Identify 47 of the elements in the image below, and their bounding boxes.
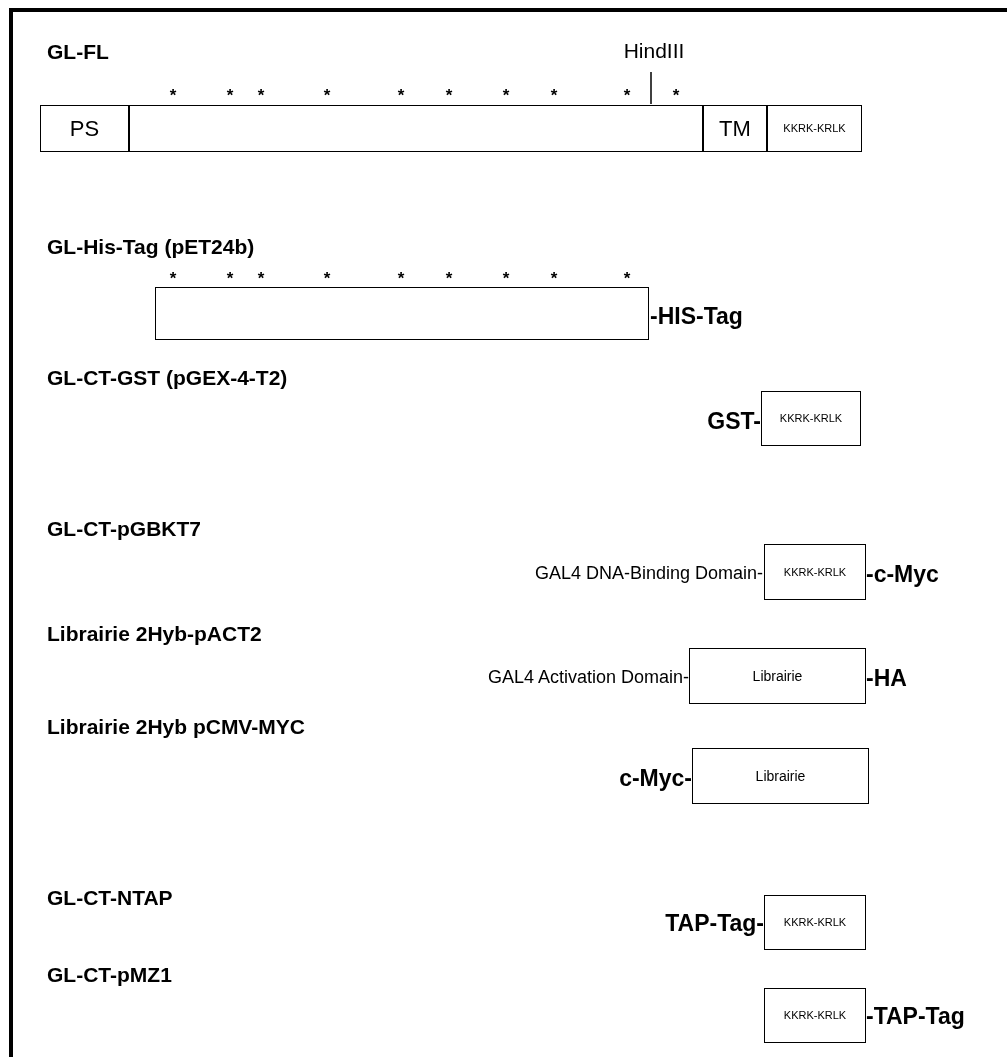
- domain-bar: [129, 105, 703, 152]
- domain-box: KKRK-KRLK: [764, 895, 866, 950]
- domain-box: KKRK-KRLK: [767, 105, 862, 152]
- domain-box: Librairie: [689, 648, 866, 704]
- site-asterisk: *: [623, 86, 631, 104]
- site-asterisk: *: [226, 86, 234, 104]
- site-asterisk: *: [623, 269, 631, 287]
- restriction-site-label: HindIII: [623, 39, 685, 61]
- site-asterisk: *: [323, 269, 331, 287]
- construct-title: GL-CT-NTAP: [47, 886, 173, 908]
- site-asterisk: *: [226, 269, 234, 287]
- tag-label: -HA: [866, 666, 907, 690]
- tag-label: c-Myc-: [619, 766, 692, 790]
- domain-box: KKRK-KRLK: [761, 391, 861, 446]
- domain-box: Librairie: [692, 748, 869, 804]
- site-asterisk: *: [397, 86, 405, 104]
- domain-box: KKRK-KRLK: [764, 988, 866, 1043]
- domain-box: KKRK-KRLK: [764, 544, 866, 600]
- site-asterisk: *: [257, 86, 265, 104]
- domain-box: TM: [703, 105, 767, 152]
- site-asterisk: *: [672, 86, 680, 104]
- domain-box: PS: [40, 105, 129, 152]
- tag-label: -c-Myc: [866, 562, 939, 586]
- site-asterisk: *: [169, 269, 177, 287]
- construct-title: GL-CT-GST (pGEX-4-T2): [47, 366, 288, 388]
- site-asterisk: *: [445, 86, 453, 104]
- tag-label: -HIS-Tag: [650, 304, 743, 328]
- tag-label: GST-: [707, 409, 761, 433]
- tag-label: -TAP-Tag: [866, 1004, 965, 1028]
- construct-title: GL-CT-pGBKT7: [47, 517, 201, 539]
- domain-label: GAL4 Activation Domain-: [487, 668, 689, 686]
- construct-title: Librairie 2Hyb-pACT2: [47, 622, 262, 644]
- construct-title: Librairie 2Hyb pCMV-MYC: [47, 715, 305, 737]
- construct-title: GL-FL: [47, 40, 109, 62]
- site-asterisk: *: [502, 86, 510, 104]
- site-asterisk: *: [550, 269, 558, 287]
- site-asterisk: *: [323, 86, 331, 104]
- construct-title: GL-CT-pMZ1: [47, 963, 172, 985]
- site-asterisk: *: [502, 269, 510, 287]
- site-asterisk: *: [397, 269, 405, 287]
- site-asterisk: *: [257, 269, 265, 287]
- construct-title: GL-His-Tag (pET24b): [47, 235, 255, 257]
- site-asterisk: *: [169, 86, 177, 104]
- tag-label: TAP-Tag-: [665, 911, 764, 935]
- site-asterisk: *: [550, 86, 558, 104]
- site-asterisk: *: [445, 269, 453, 287]
- domain-bar: [155, 287, 649, 340]
